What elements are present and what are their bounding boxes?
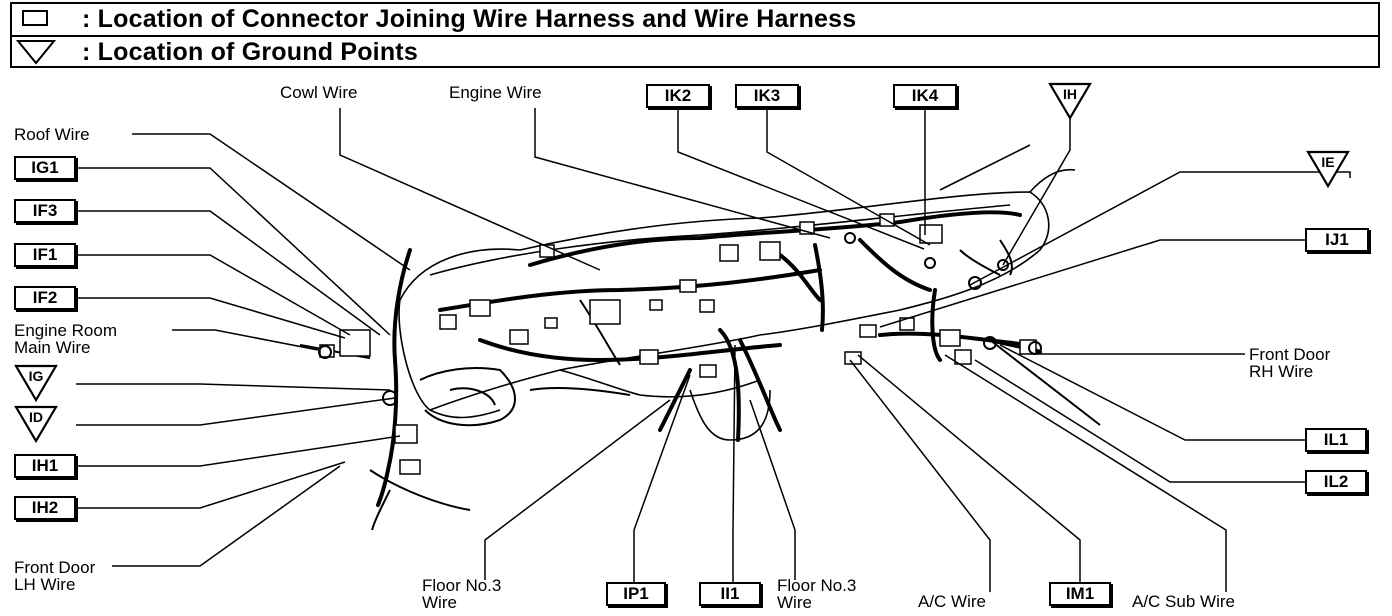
front-door-lh-wire-label: Front Door LH Wire [14, 559, 95, 593]
roof-wire-label: Roof Wire [14, 125, 90, 144]
connector-il2: IL2 [1305, 470, 1367, 494]
front-door-rh-wire-label: Front Door RH Wire [1249, 346, 1330, 380]
wire-harness-thin [299, 239, 1101, 531]
front-door-lh-wire-line1: Front Door [14, 558, 96, 577]
legend-connector-row: : Location of Connector Joining Wire Har… [12, 4, 1378, 37]
rectangle-icon [22, 10, 48, 26]
floor-no3-wire-left-line1: Floor No.3 [422, 576, 502, 595]
legend-ground-text: : Location of Ground Points [82, 38, 418, 66]
connector-ih1: IH1 [14, 454, 76, 478]
ground-point-ih: IH [1048, 82, 1092, 120]
floor-no3-wire-right-line1: Floor No.3 [777, 576, 857, 595]
connector-im1: IM1 [1049, 582, 1111, 606]
ac-sub-wire-label: A/C Sub Wire [1132, 592, 1235, 611]
legend: : Location of Connector Joining Wire Har… [10, 2, 1380, 68]
connector-ik4: IK4 [893, 84, 957, 108]
connector-if2: IF2 [14, 286, 76, 310]
engine-room-main-wire-line1: Engine Room [14, 321, 118, 340]
leader-lines [76, 108, 1351, 592]
floor-no3-wire-left-line2: Wire [422, 593, 457, 612]
ground-point-id-label: ID [29, 409, 43, 425]
connector-ik3: IK3 [735, 84, 799, 108]
front-door-rh-wire-line1: Front Door [1249, 345, 1331, 364]
ground-point-ig-label: IG [28, 368, 44, 384]
cowl-wire-label: Cowl Wire [280, 83, 358, 102]
triangle-down-icon [1306, 150, 1350, 188]
ground-point-ie-label: IE [1321, 154, 1335, 170]
triangle-down-icon [14, 405, 58, 443]
connector-ih2: IH2 [14, 496, 76, 520]
connector-rings [318, 232, 1042, 406]
triangle-down-icon [1048, 82, 1092, 120]
connector-ig1: IG1 [14, 156, 76, 180]
ground-point-ie: IE [1306, 150, 1350, 188]
legend-ground-row: : Location of Ground Points [12, 36, 1378, 67]
ground-point-ig: IG [14, 364, 58, 402]
ac-wire-label: A/C Wire [918, 592, 986, 611]
connector-if3: IF3 [14, 199, 76, 223]
dashboard-outline [398, 144, 1076, 441]
engine-wire-label: Engine Wire [449, 83, 542, 102]
floor-no3-wire-left-label: Floor No.3 Wire [422, 577, 501, 611]
front-door-lh-wire-line2: LH Wire [14, 575, 76, 594]
wire-harness-bundles [376, 210, 1042, 507]
legend-connector-text: : Location of Connector Joining Wire Har… [82, 5, 857, 33]
connector-il1: IL1 [1305, 428, 1367, 452]
connector-if1: IF1 [14, 243, 76, 267]
ground-point-ih-label: IH [1063, 86, 1077, 102]
connector-ik2: IK2 [646, 84, 710, 108]
connector-ii1: II1 [699, 582, 761, 606]
triangle-down-icon [14, 364, 58, 402]
engine-room-main-wire-label: Engine Room Main Wire [14, 322, 117, 356]
connector-blocks [319, 213, 1037, 475]
connector-ij1: IJ1 [1305, 228, 1369, 252]
triangle-down-icon [16, 40, 56, 65]
floor-no3-wire-right-line2: Wire [777, 593, 812, 612]
front-door-rh-wire-line2: RH Wire [1249, 362, 1314, 381]
engine-room-main-wire-line2: Main Wire [14, 338, 91, 357]
connector-ip1: IP1 [606, 582, 666, 606]
ground-point-id: ID [14, 405, 58, 443]
floor-no3-wire-right-label: Floor No.3 Wire [777, 577, 856, 611]
